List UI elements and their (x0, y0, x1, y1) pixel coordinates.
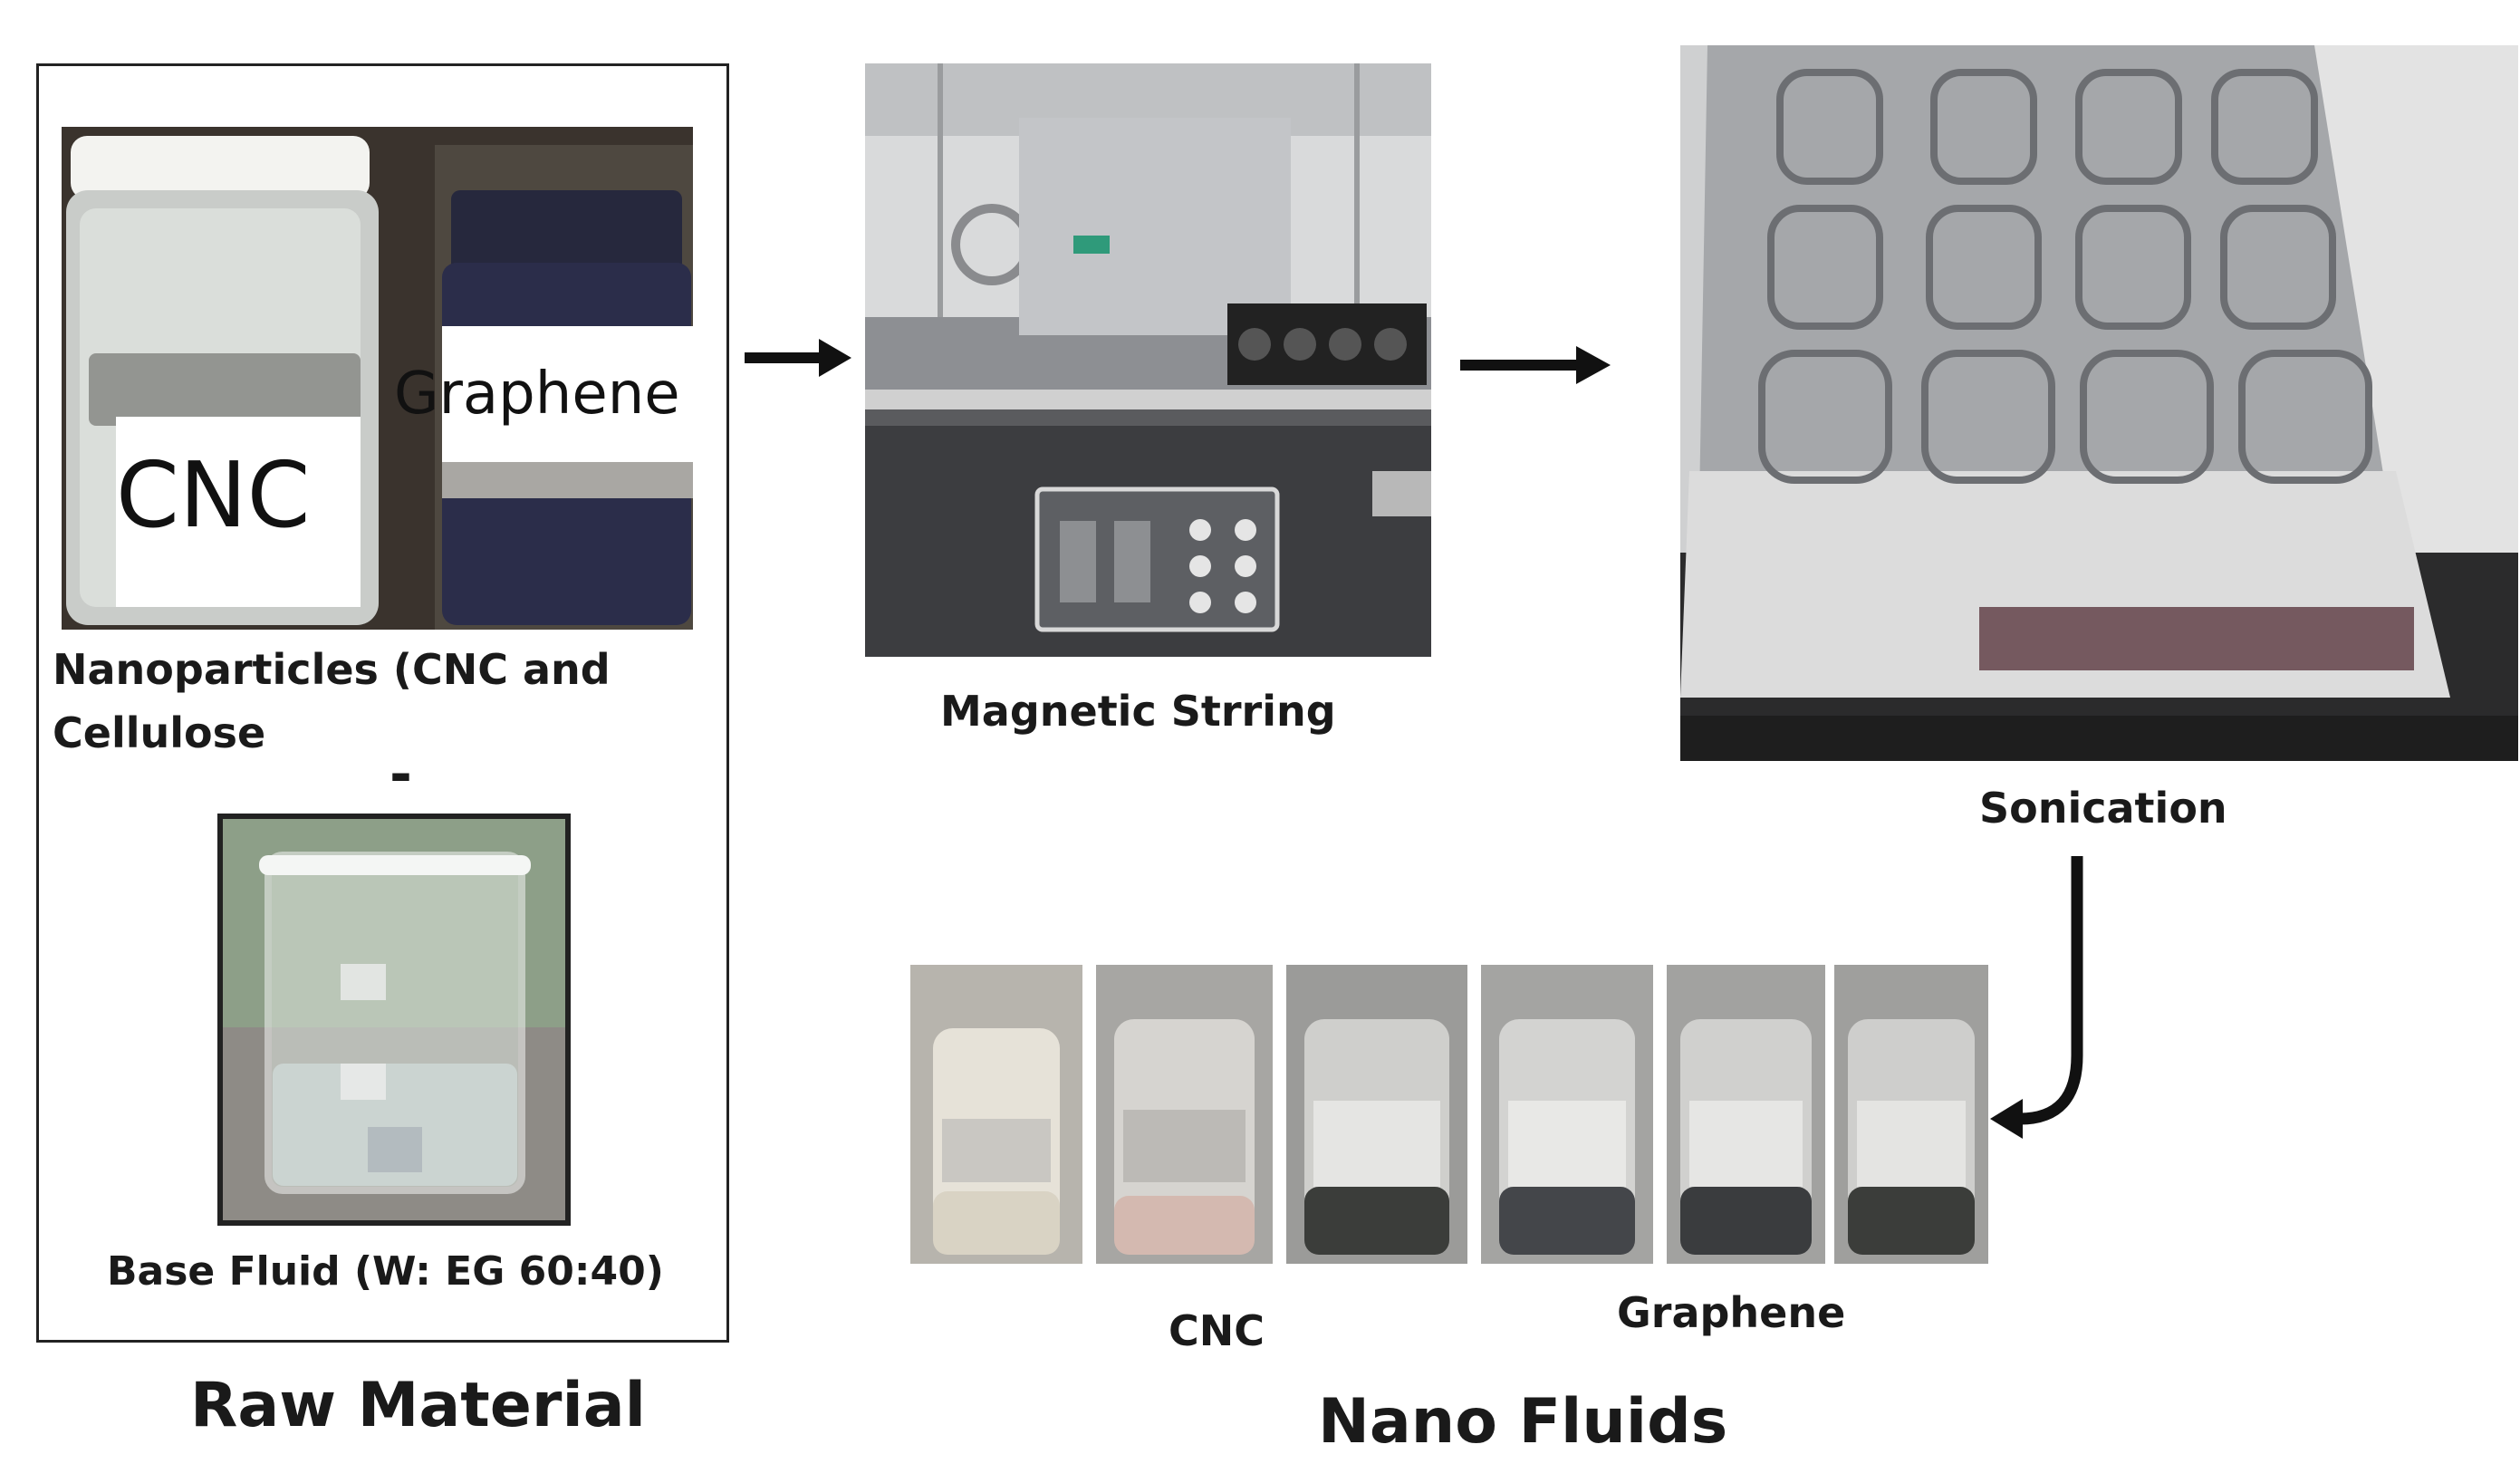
base-fluid-beaker-photo (217, 814, 571, 1226)
nano-fluids-photo (910, 965, 1988, 1264)
cnc-jar-label: CNC (116, 442, 311, 548)
beaker (259, 852, 531, 1194)
sonication-photo (1680, 45, 2518, 761)
nanoparticles-photo (62, 127, 693, 630)
sonication-caption: Sonication (1979, 784, 2227, 833)
graphene-jar (435, 145, 693, 630)
arrow-right-1 (745, 339, 851, 377)
nano-fluids-graphene-caption: Graphene (1617, 1288, 1846, 1337)
nanoparticles-caption-line2: Cellulose (53, 708, 266, 757)
magnetic-stirring-caption: Magnetic Strring (940, 687, 1336, 736)
raw-material-title: Raw Material (190, 1370, 646, 1441)
raw-material-panel (36, 63, 729, 1343)
separator-mark: - (390, 743, 412, 806)
arrow-right-2 (1460, 346, 1611, 384)
vial-cnc-1 (910, 965, 1082, 1264)
magnetic-stirring-photo (865, 63, 1431, 657)
cnc-jar (66, 136, 379, 625)
nano-fluids-title: Nano Fluids (1318, 1386, 1728, 1458)
nano-fluids-cnc-caption: CNC (1169, 1306, 1265, 1355)
nanoparticles-caption-line1: Nanoparticles (CNC and (53, 645, 611, 694)
vial-graphene-2 (1667, 965, 1825, 1264)
stirrer-control-panel (1034, 486, 1280, 632)
vial-graphene-1 (1481, 965, 1653, 1264)
sonicator-wells (1758, 69, 2372, 484)
vial-cnc-2 (1096, 965, 1273, 1264)
base-fluid-caption: Base Fluid (W: EG 60:40) (107, 1248, 664, 1295)
vial-hybrid-1 (1286, 965, 1467, 1264)
graphene-jar-label: Graphene (394, 361, 680, 428)
vial-hybrid-2 (1834, 965, 1988, 1264)
arrow-down-curved (1990, 856, 2083, 1139)
